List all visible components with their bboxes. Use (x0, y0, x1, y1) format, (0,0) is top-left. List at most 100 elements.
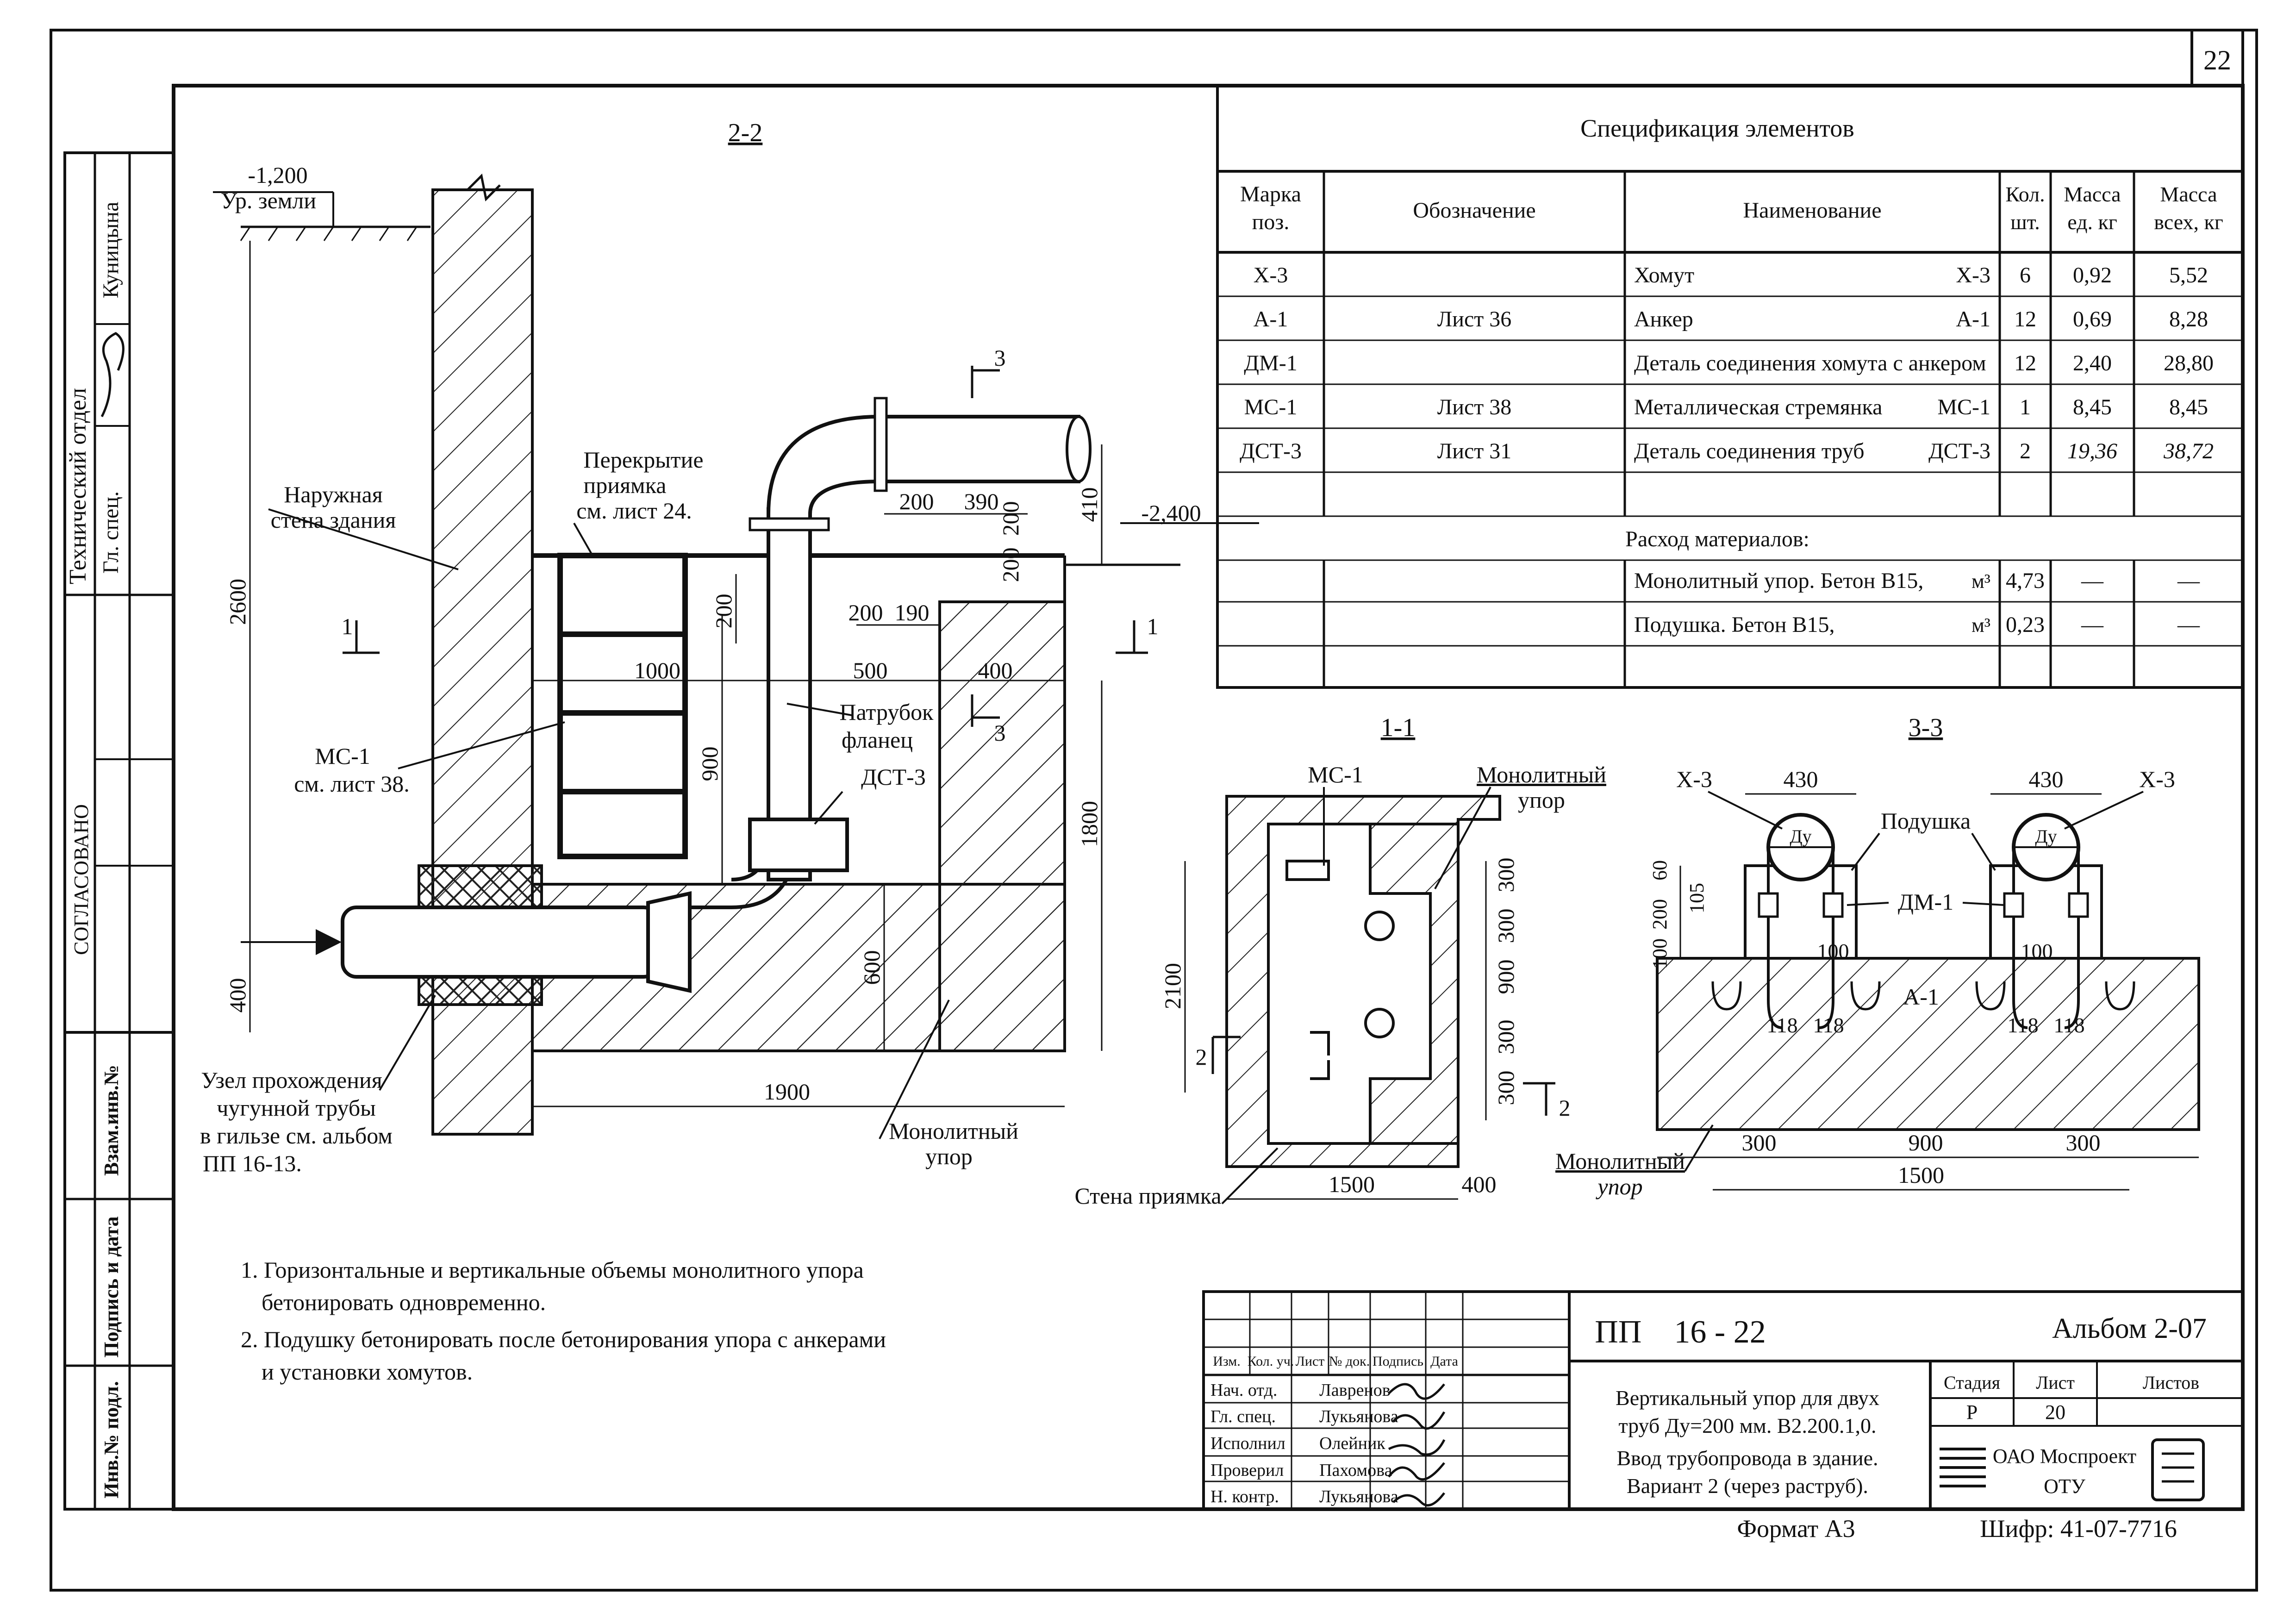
stamp-col-kol: Кол. уч. (1248, 1354, 1294, 1369)
material-m2: — (2177, 612, 2200, 637)
note-line: и установки хомутов. (262, 1359, 473, 1385)
flanec-label: фланец (842, 727, 913, 753)
s11-v300a: 300 (1493, 858, 1519, 893)
row-code: МС-1 (1937, 395, 1990, 419)
note-line: бетонировать одновременно. (262, 1289, 546, 1315)
spec-row: МС-1 Лист 38 Металлическая стремянка МС-… (1244, 395, 2208, 419)
row-mark: Х-3 (1254, 263, 1288, 287)
s33-block (1656, 957, 2200, 1131)
section-2-2-title: 2-2 (728, 119, 763, 147)
side-inv: Инв.№ подл. (100, 1381, 123, 1499)
s11-mono-1: Монолитный (1477, 762, 1606, 787)
stamp-person: Олейник (1319, 1434, 1385, 1453)
s11-v900: 900 (1493, 960, 1519, 994)
stamp-person: Лукьянова (1319, 1487, 1398, 1506)
stamp-stadia-label: Стадия (1944, 1372, 2000, 1393)
material-m1: — (2081, 612, 2104, 637)
outer-border (50, 29, 2258, 1592)
dim-500: 500 (853, 657, 888, 683)
row-name: Деталь соединения хомута с анкером (1634, 351, 1986, 375)
row-mark: А-1 (1254, 307, 1288, 331)
row-name: Анкер (1634, 307, 1693, 331)
s33-mono-2: упор (1595, 1174, 1642, 1199)
s33-d118-4: 118 (2053, 1013, 2084, 1037)
node-label-4: ПП 16-13. (203, 1150, 302, 1176)
dim-400-right: 400 (978, 657, 1013, 683)
spec-row: ДСТ-3 Лист 31 Деталь соединения труб ДСТ… (1240, 439, 2214, 463)
s11-cut-2-right: 2 (1559, 1095, 1571, 1121)
format-label: Формат А3 (1737, 1515, 1855, 1543)
dim-410: 410 (1076, 487, 1102, 522)
dim-200-d: 200 (998, 501, 1023, 536)
material-name: Подушка. Бетон В15, (1634, 612, 1834, 637)
row-m1: 0,69 (2073, 307, 2112, 331)
stamp-role: Н. контр. (1210, 1487, 1279, 1506)
note-line: 2. Подушку бетонировать после бетонирова… (241, 1326, 886, 1352)
stamp-col-doc: № док. (1329, 1354, 1370, 1369)
s11-mc-label: МС-1 (1308, 762, 1363, 787)
cover-label-1: Перекрытие (583, 447, 703, 473)
dim-200-e: 200 (998, 548, 1023, 582)
side-strip: Технический отдел Гл. спец. Куницына СОГ… (63, 151, 175, 1511)
stamp-col-list: Лист (1296, 1354, 1325, 1369)
row-qty: 6 (2020, 263, 2031, 287)
pipe-support-dst3 (748, 818, 849, 872)
s33-x3-left: Х-3 (1676, 766, 1712, 792)
row-qty: 12 (2014, 351, 2036, 375)
notes: 1. Горизонтальные и вертикальные объемы … (241, 1257, 886, 1385)
row-qty: 1 (2020, 395, 2031, 419)
row-name: Металлическая стремянка (1634, 395, 1882, 419)
cut-3-top: 3 (994, 345, 1006, 371)
s33-d300-left: 300 (1742, 1130, 1777, 1156)
node-label-3: в гильзе см. альбом (200, 1123, 393, 1149)
row-code: Х-3 (1956, 263, 1990, 287)
s33-d60-v: 60 (1648, 860, 1671, 881)
org-logo-icon (1940, 1448, 1986, 1487)
stamp-row: Н. контр. Лукьянова (1210, 1487, 1398, 1506)
material-m1: — (2081, 568, 2104, 593)
row-oboz: Лист 36 (1437, 307, 1512, 331)
stamp-title-3: Ввод трубопровода в здание. (1616, 1446, 1878, 1470)
side-gl-spec: Гл. спец. (99, 491, 123, 574)
row-code: ДСТ-3 (1928, 439, 1990, 463)
row-m2: 8,28 (2169, 307, 2208, 331)
title-block: Изм. Кол. уч. Лист № док. Подпись Дата Н… (1202, 1290, 2244, 1511)
s11-mono-2: упор (1518, 787, 1565, 813)
s33-d100-v: 100 (1648, 938, 1671, 969)
s33-d200-v: 200 (1648, 899, 1671, 930)
s11-dim-1500: 1500 (1329, 1171, 1375, 1197)
wall-label-1: Наружная (284, 481, 382, 507)
s33-d430-left: 430 (1784, 766, 1818, 792)
side-signer: Куницына (99, 202, 123, 299)
material-unit: м³ (1972, 570, 1990, 593)
dim-400-left: 400 (225, 978, 250, 1013)
side-signature (100, 332, 125, 418)
stamp-row: Проверил Пахомова (1210, 1461, 1392, 1480)
spec-header-qty-1: Кол. (2005, 182, 2045, 206)
side-vzam: Взам.инв.№ (100, 1065, 123, 1176)
level-ground-label: Ур. земли (221, 187, 316, 213)
material-unit: м³ (1972, 614, 1990, 637)
inlet-pipe (341, 906, 659, 979)
stamp-col-date: Дата (1430, 1354, 1458, 1369)
row-mark: МС-1 (1244, 395, 1298, 419)
s33-d900: 900 (1909, 1130, 1943, 1156)
section-1-1: 1-1 МС-1 Монолитный упор Стена приямка 2… (1074, 713, 1606, 1209)
s11-v300c: 300 (1493, 1020, 1519, 1055)
material-qty: 0,23 (2006, 612, 2045, 637)
s33-dy-left: Ду (1790, 826, 1811, 847)
row-m1: 0,92 (2073, 263, 2112, 287)
dim-1000: 1000 (634, 657, 680, 683)
s33-podushka: Подушка (1881, 808, 1971, 834)
s33-dm1: ДМ-1 (1898, 889, 1953, 915)
spec-header-name: Наименование (1743, 198, 1881, 223)
s11-v300b: 300 (1493, 909, 1519, 943)
award-seal-icon (2151, 1438, 2205, 1501)
material-m2: — (2177, 568, 2200, 593)
stamp-title-1: Вертикальный упор для двух (1616, 1386, 1879, 1410)
dim-200-a: 200 (711, 594, 736, 629)
stamp-stadia: Р (1966, 1401, 1978, 1424)
cipher-label: Шифр: 41-07-7716 (1980, 1515, 2177, 1543)
s33-d300-right: 300 (2066, 1130, 2101, 1156)
